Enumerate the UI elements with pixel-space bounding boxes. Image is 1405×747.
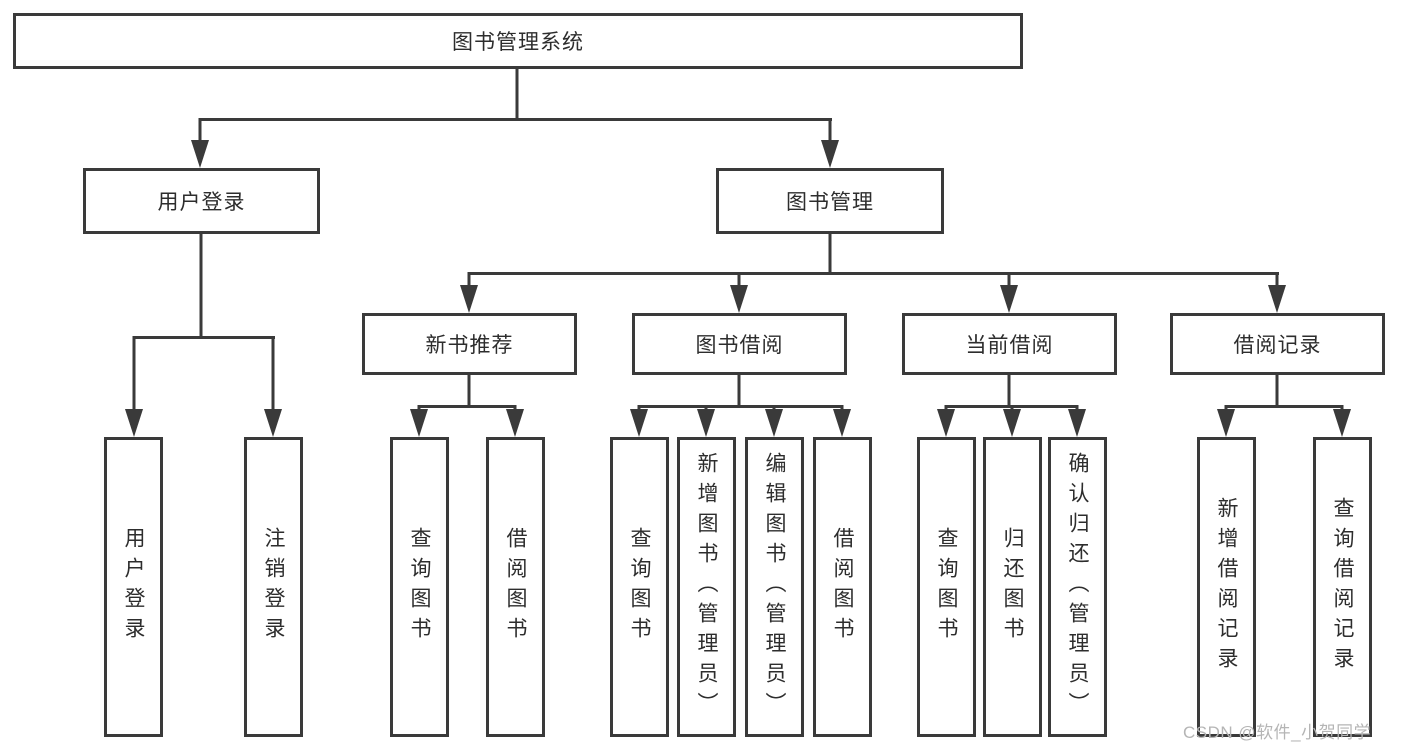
node-book-management: 图书管理 xyxy=(716,168,944,234)
node-label: 借阅记录 xyxy=(1233,334,1322,357)
connector-bookmgmt-drop xyxy=(1275,272,1279,288)
connector-newbook-stem xyxy=(467,375,471,408)
leaf-bb-edit-books-admin: 编辑图书（管理员） xyxy=(745,437,804,737)
leaf-label: 借阅图书 xyxy=(504,527,527,647)
connector-currentborrow-stem xyxy=(1007,375,1011,408)
leaf-br-add-record: 新增借阅记录 xyxy=(1197,437,1256,737)
node-borrowing-records: 借阅记录 xyxy=(1170,313,1385,375)
leaf-label: 归还图书 xyxy=(1001,527,1024,647)
node-book-borrowing: 图书借阅 xyxy=(632,313,847,375)
arrow-down-icon xyxy=(125,409,143,437)
leaf-cb-query-books: 查询图书 xyxy=(917,437,976,737)
node-library-management-system: 图书管理系统 xyxy=(13,13,1023,69)
node-label: 当前借阅 xyxy=(965,334,1054,357)
watermark: CSDN @软件_小贺同学 xyxy=(1183,723,1372,742)
leaf-label: 新增图书（管理员） xyxy=(695,452,718,722)
node-label: 图书借阅 xyxy=(695,334,784,357)
leaf-label: 借阅图书 xyxy=(831,527,854,647)
leaf-bb-add-books-admin: 新增图书（管理员） xyxy=(677,437,736,737)
node-user-login: 用户登录 xyxy=(83,168,320,234)
node-label: 新书推荐 xyxy=(425,334,514,357)
leaf-label: 查询图书 xyxy=(935,527,958,647)
connector-root-drop-left xyxy=(198,118,202,144)
connector-userlogin-stem xyxy=(199,234,203,338)
arrow-down-icon xyxy=(1000,285,1018,313)
leaf-user-login: 用户登录 xyxy=(104,437,163,737)
connector-bookborrow-stem xyxy=(737,375,741,408)
arrow-down-icon xyxy=(1217,409,1235,437)
leaf-br-query-record: 查询借阅记录 xyxy=(1313,437,1372,737)
leaf-bb-borrow-books: 借阅图书 xyxy=(813,437,872,737)
arrow-down-icon xyxy=(191,140,209,168)
arrow-down-icon xyxy=(410,409,428,437)
node-label: 图书管理 xyxy=(786,191,874,214)
connector-records-stem xyxy=(1275,375,1279,408)
arrow-down-icon xyxy=(1333,409,1351,437)
connector-root-drop-right xyxy=(828,118,832,144)
connector-userlogin-drop-right xyxy=(271,336,275,411)
connector-bookmgmt-bus xyxy=(469,272,1279,275)
arrow-down-icon xyxy=(730,285,748,313)
arrow-down-icon xyxy=(506,409,524,437)
arrow-down-icon xyxy=(1068,409,1086,437)
node-label: 用户登录 xyxy=(157,191,246,214)
leaf-label: 注销登录 xyxy=(262,527,285,647)
arrow-down-icon xyxy=(460,285,478,313)
arrow-down-icon xyxy=(630,409,648,437)
arrow-down-icon xyxy=(1003,409,1021,437)
leaf-label: 新增借阅记录 xyxy=(1215,497,1238,677)
leaf-label: 编辑图书（管理员） xyxy=(763,452,786,722)
connector-newbook-bus xyxy=(419,405,516,408)
arrow-down-icon xyxy=(833,409,851,437)
leaf-nbr-borrow-books: 借阅图书 xyxy=(486,437,545,737)
connector-root-bus xyxy=(199,118,832,121)
connector-bookmgmt-stem xyxy=(828,234,832,275)
connector-bookmgmt-drop xyxy=(467,272,471,288)
leaf-label: 查询图书 xyxy=(628,527,651,647)
node-label: 图书管理系统 xyxy=(452,31,584,54)
leaf-logout: 注销登录 xyxy=(244,437,303,737)
leaf-label: 查询图书 xyxy=(408,527,431,647)
connector-userlogin-bus xyxy=(134,336,275,339)
node-current-borrowing: 当前借阅 xyxy=(902,313,1117,375)
leaf-cb-confirm-return-admin: 确认归还（管理员） xyxy=(1048,437,1107,737)
leaf-bb-query-books: 查询图书 xyxy=(610,437,669,737)
arrow-down-icon xyxy=(821,140,839,168)
leaf-label: 用户登录 xyxy=(122,527,145,647)
connector-records-bus xyxy=(1226,405,1343,408)
arrow-down-icon xyxy=(937,409,955,437)
arrow-down-icon xyxy=(264,409,282,437)
arrow-down-icon xyxy=(765,409,783,437)
connector-bookborrow-bus xyxy=(639,405,843,408)
connector-userlogin-drop-left xyxy=(132,336,136,411)
leaf-label: 查询借阅记录 xyxy=(1331,497,1354,677)
connector-root-stem xyxy=(515,66,519,120)
node-new-book-recommendation: 新书推荐 xyxy=(362,313,577,375)
arrow-down-icon xyxy=(1268,285,1286,313)
connector-bookmgmt-drop xyxy=(737,272,741,288)
arrow-down-icon xyxy=(697,409,715,437)
connector-bookmgmt-drop xyxy=(1007,272,1011,288)
leaf-nbr-query-books: 查询图书 xyxy=(390,437,449,737)
leaf-label: 确认归还（管理员） xyxy=(1066,452,1089,722)
leaf-cb-return-books: 归还图书 xyxy=(983,437,1042,737)
